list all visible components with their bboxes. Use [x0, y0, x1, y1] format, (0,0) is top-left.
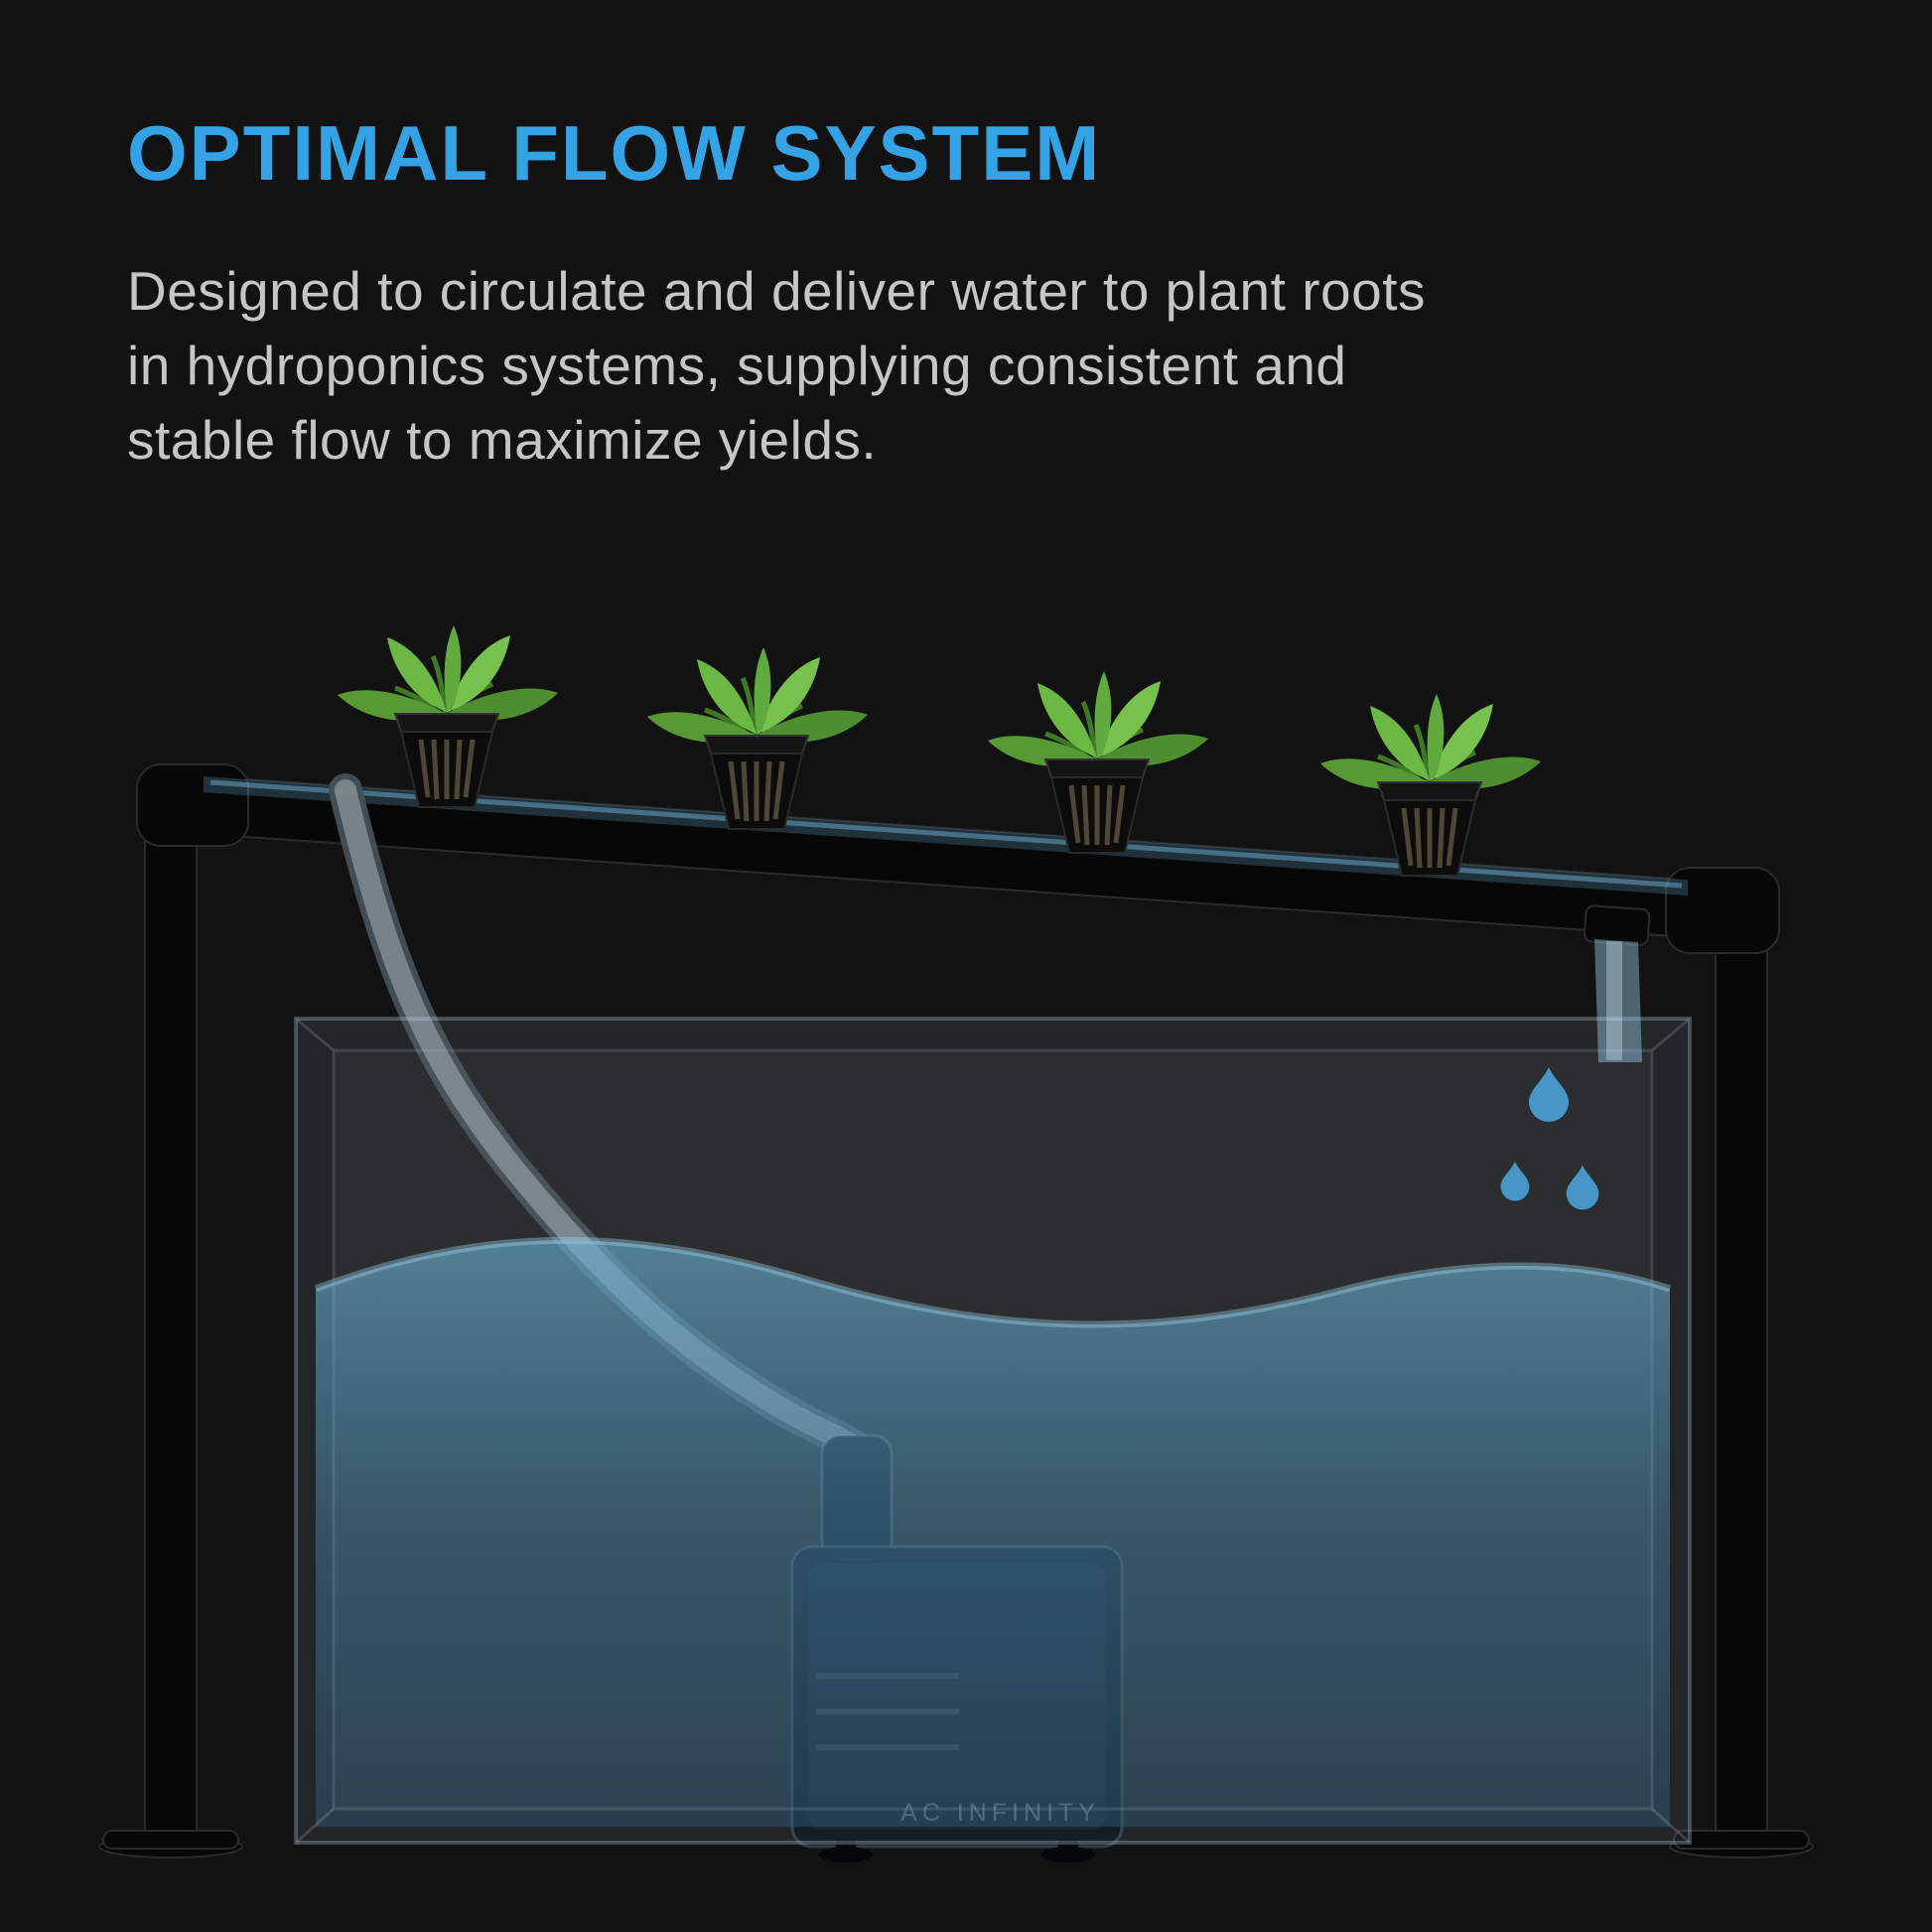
support-frame	[98, 763, 1814, 1859]
plant-icon	[647, 647, 868, 829]
channel-water-film	[204, 776, 1688, 896]
plant-icon	[988, 671, 1208, 853]
frame-left-elbow	[136, 763, 249, 847]
water-outlet	[1584, 904, 1651, 1062]
plant-icon	[338, 625, 558, 807]
reservoir-water	[314, 1236, 1672, 1827]
water-stream	[1594, 939, 1642, 1062]
page-title: OPTIMAL FLOW SYSTEM	[127, 109, 1102, 197]
plant-icon	[1320, 694, 1541, 876]
pump-suction-feet	[819, 1841, 1095, 1863]
page-description: Designed to circulate and deliver water …	[127, 259, 1426, 472]
reservoir-tank-frame	[294, 1017, 1692, 1845]
frame-right-leg	[1715, 942, 1768, 1846]
frame-right-elbow	[1665, 867, 1780, 954]
tank-glass-sheen	[296, 1019, 1690, 1843]
outlet-spout	[1584, 904, 1651, 946]
frame-left-leg	[144, 803, 198, 1846]
header-block: OPTIMAL FLOW SYSTEM Designed to circulat…	[127, 109, 1537, 479]
